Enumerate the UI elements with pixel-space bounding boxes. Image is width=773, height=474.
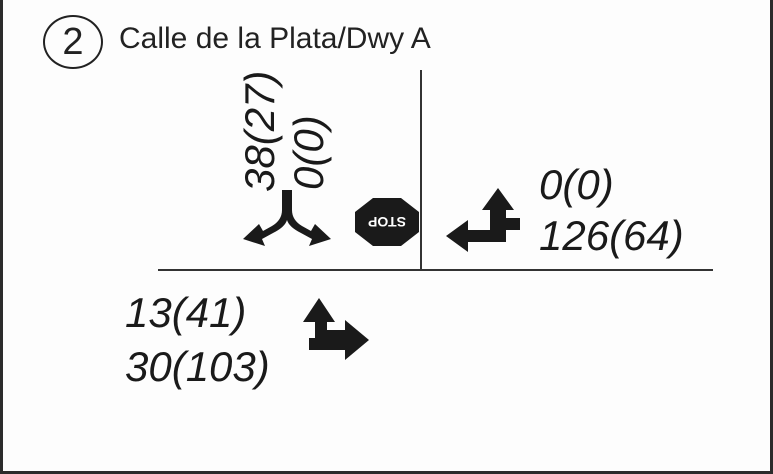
intersection-name: Calle de la Plata/Dwy A [119, 22, 431, 55]
north-leg-line [420, 70, 422, 270]
stop-sign-text: STOP [368, 214, 406, 230]
stop-sign: STOP [353, 196, 421, 248]
eastbound-right-volume: 30(103) [125, 343, 270, 390]
stop-sign-icon [355, 198, 419, 246]
westbound-left-volume: 126(64) [539, 212, 684, 259]
intersection-number: 2 [62, 20, 84, 63]
intersection-number-badge: 2 [43, 15, 103, 69]
left-right-turn-arrow-icon [243, 190, 331, 246]
southbound-left-volume: 38(27) [236, 70, 283, 192]
southbound-right-volume: 0(0) [285, 115, 332, 190]
eastbound-through-volume: 13(41) [125, 289, 247, 336]
cross-street-line [158, 269, 713, 271]
left-through-arrow-icon [446, 188, 520, 252]
westbound-through-volume: 0(0) [539, 161, 614, 208]
through-right-arrow-icon [303, 298, 369, 360]
